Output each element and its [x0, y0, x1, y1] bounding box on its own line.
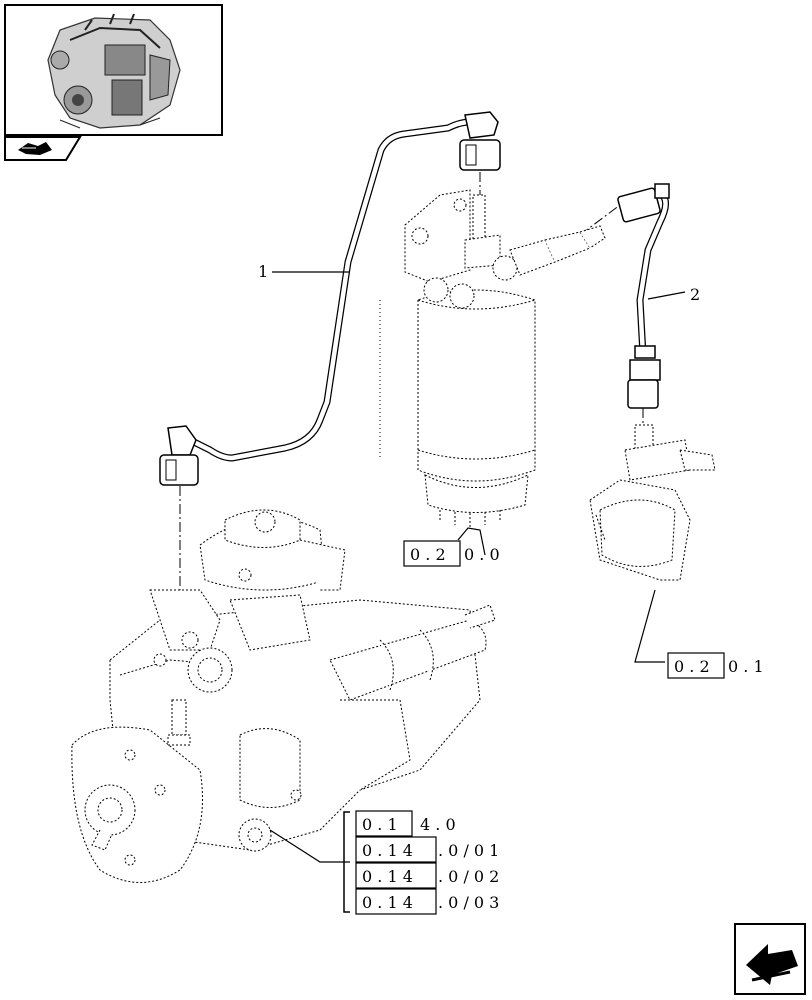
injection-ref-2-rest: . 0 / 0 2 [438, 867, 499, 886]
thumbnail-frame[interactable] [4, 4, 223, 136]
injection-ref-2[interactable]: 0 . 1 4 . 0 / 0 2 [355, 862, 499, 889]
pump-reference[interactable]: 0 . 2 0 . 1 [667, 652, 764, 679]
injection-ref-1[interactable]: 0 . 1 4 . 0 / 0 1 [355, 836, 499, 863]
feed-pump [589, 424, 716, 581]
view-tab[interactable] [4, 136, 82, 161]
injection-ref-0[interactable]: 0 . 1 4 . 0 [355, 810, 456, 837]
filter-reference[interactable]: 0 . 2 0 . 0 [403, 540, 500, 567]
injection-ref-0-box: 0 . 1 [362, 815, 398, 834]
filter-ref-box: 0 . 2 [410, 545, 446, 564]
injection-ref-3-rest: . 0 / 0 3 [438, 893, 499, 912]
callout-2[interactable]: 2 [690, 285, 700, 304]
next-page-button[interactable] [734, 923, 806, 995]
next-page-arrow-icon [746, 944, 798, 985]
injection-ref-0-rest: 4 . 0 [420, 815, 456, 834]
engine-thumbnail-icon [47, 13, 181, 129]
filter-ref-rest: 0 . 0 [464, 545, 500, 564]
pump-ref-rest: 0 . 1 [728, 657, 764, 676]
fuel-pipe-2 [617, 183, 670, 409]
injection-ref-1-rest: . 0 / 0 1 [438, 841, 499, 860]
hand-view-icon [18, 142, 52, 155]
pump-ref-box: 0 . 2 [674, 657, 710, 676]
fuel-pipe-1 [159, 111, 501, 486]
injection-ref-2-box: 0 . 1 4 [362, 867, 413, 886]
fuel-filter [379, 189, 606, 527]
callout-1[interactable]: 1 [258, 262, 268, 281]
injection-pump [71, 509, 496, 883]
injection-ref-1-box: 0 . 1 4 [362, 841, 413, 860]
injection-ref-3[interactable]: 0 . 1 4 . 0 / 0 3 [355, 888, 499, 915]
injection-references [343, 811, 350, 913]
injection-ref-3-box: 0 . 1 4 [362, 893, 413, 912]
callout-leaders [269, 271, 686, 863]
